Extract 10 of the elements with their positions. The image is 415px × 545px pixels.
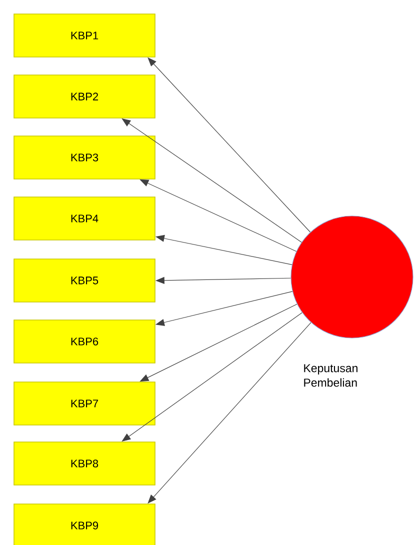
indicator-box: KBP6 (14, 320, 156, 364)
indicator-box: KBP4 (14, 196, 156, 240)
construct-label: Keputusan Pembelian (304, 364, 358, 387)
indicator-box: KBP1 (14, 14, 156, 58)
indicator-box: KBP7 (14, 382, 156, 426)
indicator-box: KBP8 (14, 442, 156, 486)
indicator-box: KBP5 (14, 258, 156, 302)
indicator-box: KBP2 (14, 74, 156, 118)
indicator-box: KBP9 (14, 504, 156, 545)
indicator-box: KBP3 (14, 136, 156, 180)
